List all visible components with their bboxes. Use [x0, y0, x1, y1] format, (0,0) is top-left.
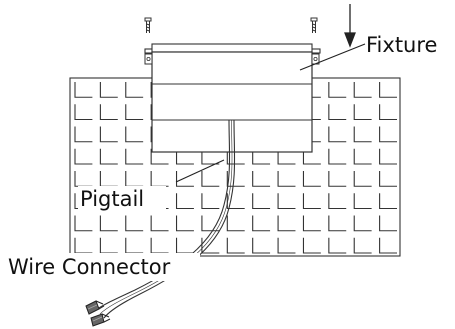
ceiling-tile [99, 82, 118, 98]
pigtail-label: Pigtail [80, 187, 144, 211]
ceiling-tile [328, 193, 347, 210]
ceiling-tile [74, 237, 93, 254]
ceiling-tile [302, 237, 321, 254]
ceiling-tile [277, 171, 296, 187]
ceiling-tile [150, 171, 169, 187]
ceiling-tile [328, 104, 347, 121]
ceiling-tile [328, 171, 347, 187]
ceiling-tile [125, 215, 144, 232]
ceiling-tile [252, 237, 271, 254]
ceiling-tile [226, 193, 245, 210]
ceiling-tile [277, 215, 296, 232]
pigtail-cable [95, 119, 236, 319]
ceiling-tile [74, 215, 93, 232]
ceiling-tile [353, 171, 372, 187]
ceiling-tile [379, 171, 397, 187]
ceiling-tile [353, 215, 372, 232]
ceiling-tile [175, 171, 194, 187]
ceiling-tile [353, 104, 372, 121]
ceiling-tile [379, 148, 397, 165]
ceiling-tile [74, 104, 93, 121]
ceiling-tile [74, 148, 93, 165]
ceiling-tile [379, 215, 397, 232]
ceiling-tile [150, 148, 169, 165]
ceiling-tile [175, 148, 194, 165]
ceiling-tile [302, 148, 321, 165]
ceiling-tile [328, 126, 347, 143]
wire-connector-label: Wire Connector [8, 255, 171, 279]
ceiling-tile [99, 215, 118, 232]
ceiling-tile [226, 171, 245, 187]
wire-connector-icon [85, 300, 111, 327]
ceiling-tile [379, 82, 397, 98]
ceiling-tile [125, 104, 144, 121]
ceiling-tile [302, 171, 321, 187]
ceiling-tile [150, 237, 169, 254]
ceiling-tile [99, 126, 118, 143]
ceiling-tile [99, 148, 118, 165]
ceiling-tile [226, 237, 245, 254]
pigtail-leader-line [175, 159, 225, 183]
ceiling-tile [99, 171, 118, 187]
ceiling-tile [74, 126, 93, 143]
ceiling-tile [277, 237, 296, 254]
ceiling-tile [353, 237, 372, 254]
ceiling-tile [125, 82, 144, 98]
ceiling-tile [74, 171, 93, 187]
ceiling-tile [99, 104, 118, 121]
ceiling-tile [175, 237, 194, 254]
ceiling-tile [302, 193, 321, 210]
right-screw-icon [310, 17, 318, 33]
ceiling-tile [353, 126, 372, 143]
ceiling-tile [252, 215, 271, 232]
ceiling-tile [328, 82, 347, 98]
ceiling-tile [175, 193, 194, 210]
ceiling-tile [379, 237, 397, 254]
ceiling-tile [353, 82, 372, 98]
ceiling-tile [252, 148, 271, 165]
ceiling-tile [150, 215, 169, 232]
ceiling-tile [201, 171, 220, 187]
fixture-label: Fixture [366, 33, 437, 57]
ceiling-tile [201, 193, 220, 210]
ceiling-tile [302, 215, 321, 232]
ceiling-tile [252, 193, 271, 210]
ceiling-tile [379, 193, 397, 210]
left-screw-icon [144, 17, 152, 33]
ceiling-tile [328, 215, 347, 232]
ceiling-tile [99, 237, 118, 254]
ceiling-tile [353, 193, 372, 210]
ceiling-tile [353, 148, 372, 165]
ceiling-tile [201, 215, 220, 232]
ceiling-tile [226, 215, 245, 232]
ceiling-tile [277, 148, 296, 165]
ceiling-tile [125, 126, 144, 143]
install-direction-arrow-icon [344, 4, 356, 48]
ceiling-tile [328, 237, 347, 254]
ceiling-tile [226, 148, 245, 165]
ceiling-tile [125, 171, 144, 187]
ceiling-tile [379, 104, 397, 121]
ceiling-tile [201, 148, 220, 165]
ceiling-tile [252, 171, 271, 187]
ceiling-tile [277, 193, 296, 210]
fixture-body [144, 43, 321, 153]
ceiling-tile [175, 215, 194, 232]
ceiling-tile [328, 148, 347, 165]
ceiling-tile [125, 148, 144, 165]
ceiling-tile [379, 126, 397, 143]
ceiling-tile [74, 82, 93, 98]
ceiling-tile [125, 237, 144, 254]
fixture-leader-line [299, 43, 366, 71]
